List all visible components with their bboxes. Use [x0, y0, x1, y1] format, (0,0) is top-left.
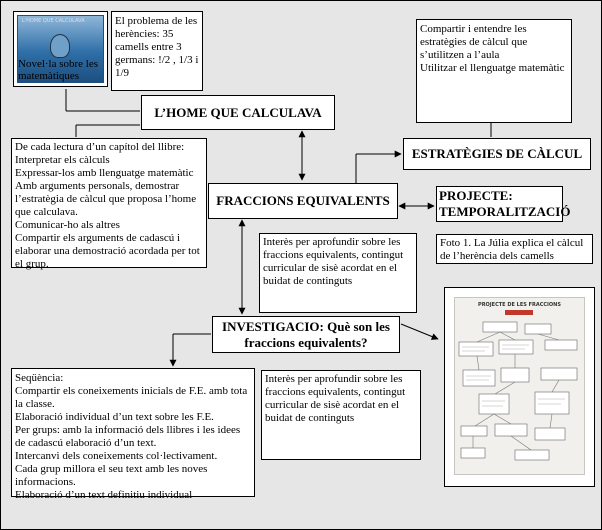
sequence-line-6: Cada grup millora el seu text amb les no… — [15, 462, 208, 488]
sequence-line-7: Elaboració d’un text definitiu individua… — [15, 488, 193, 501]
problem-text: El problema de les herències: 35 camells… — [115, 15, 199, 79]
project-title-box: PROJECTE: TEMPORALITZACIÓ — [436, 186, 570, 222]
interest-text-bottom: Interès per aprofundir sobre les fraccio… — [265, 373, 406, 424]
sequence-line-4: Per grups: amb la informació dels llibre… — [15, 423, 241, 449]
sequence-box: Seqüència: Compartir els coneixements in… — [11, 368, 255, 501]
strategies-title: ESTRATÈGIES DE CÀLCUL — [411, 146, 583, 162]
home-title-box: L’HOME QUE CALCULAVA — [141, 95, 335, 130]
sequence-line-5: Intercanvi dels coneixements col·lectiva… — [15, 449, 218, 462]
poster-diagram — [458, 310, 578, 461]
photo-caption: Foto 1. La Júlia explica el càlcul de l’… — [440, 237, 584, 262]
fractions-title: FRACCIONS EQUIVALENTS — [216, 193, 390, 209]
strategy-goals-box: Compartir i entendre les estratègies de … — [416, 19, 572, 123]
book-cover-image: L'HOME QUE CALCULAVA Novel·la sobre les … — [13, 11, 108, 87]
chapter-line-4: Amb arguments personals, demostrar l’est… — [15, 179, 197, 218]
chapter-line-6: Compartir els arguments de cadascú i ela… — [15, 231, 200, 270]
sequence-line-1: Seqüència: — [15, 372, 64, 384]
fractions-title-box: FRACCIONS EQUIVALENTS — [208, 183, 398, 219]
poster-title: PROJECTE DE LES FRACCIONS — [478, 302, 561, 308]
sequence-line-3: Elaboració individual d’un text sobre le… — [15, 410, 214, 423]
book-cover-scrawl: L'HOME QUE CALCULAVA — [22, 18, 85, 24]
investigation-title-box: INVESTIGACIO: Què son les fraccions equi… — [212, 316, 400, 353]
chapter-line-2: Interpretar els càlculs — [15, 153, 110, 166]
strategies-title-box: ESTRATÈGIES DE CÀLCUL — [403, 138, 591, 170]
chapter-box: De cada lectura d’un capítol del llibre:… — [11, 138, 207, 270]
chapter-line-3: Expressar-los amb llenguatge matemàtic — [15, 166, 194, 179]
project-title: PROJECTE: TEMPORALITZACIÓ — [439, 188, 571, 219]
poster-paper: PROJECTE DE LES FRACCIONS — [455, 298, 584, 474]
book-cover-art: L'HOME QUE CALCULAVA — [17, 15, 104, 83]
interest-box-bottom: Interès per aprofundir sobre les fraccio… — [261, 370, 421, 460]
strategy-goal-1: Compartir i entendre les estratègies de … — [420, 23, 528, 61]
chapter-line-5: Comunicar-ho als altres — [15, 218, 120, 231]
book-cover-figure — [50, 34, 70, 58]
poster-photo: PROJECTE DE LES FRACCIONS — [444, 287, 595, 487]
sequence-line-2: Compartir els coneixements inicials de F… — [15, 384, 248, 410]
strategy-goal-2: Utilitzar el llenguatge matemàtic — [420, 61, 565, 74]
book-cover-caption: Novel·la sobre les matemàtiques — [18, 58, 99, 83]
home-title: L’HOME QUE CALCULAVA — [154, 104, 322, 120]
chapter-line-1: De cada lectura d’un capítol del llibre: — [15, 141, 185, 153]
interest-box-top: Interès per aprofundir sobre les fraccio… — [259, 233, 417, 313]
arrow-investigation-poster — [400, 323, 439, 340]
investigation-title: INVESTIGACIO: Què son les fraccions equi… — [222, 318, 390, 350]
problem-box: El problema de les herències: 35 camells… — [111, 11, 203, 91]
photo-caption-box: Foto 1. La Júlia explica el càlcul de l’… — [436, 234, 593, 264]
interest-text-top: Interès per aprofundir sobre les fraccio… — [263, 236, 404, 287]
